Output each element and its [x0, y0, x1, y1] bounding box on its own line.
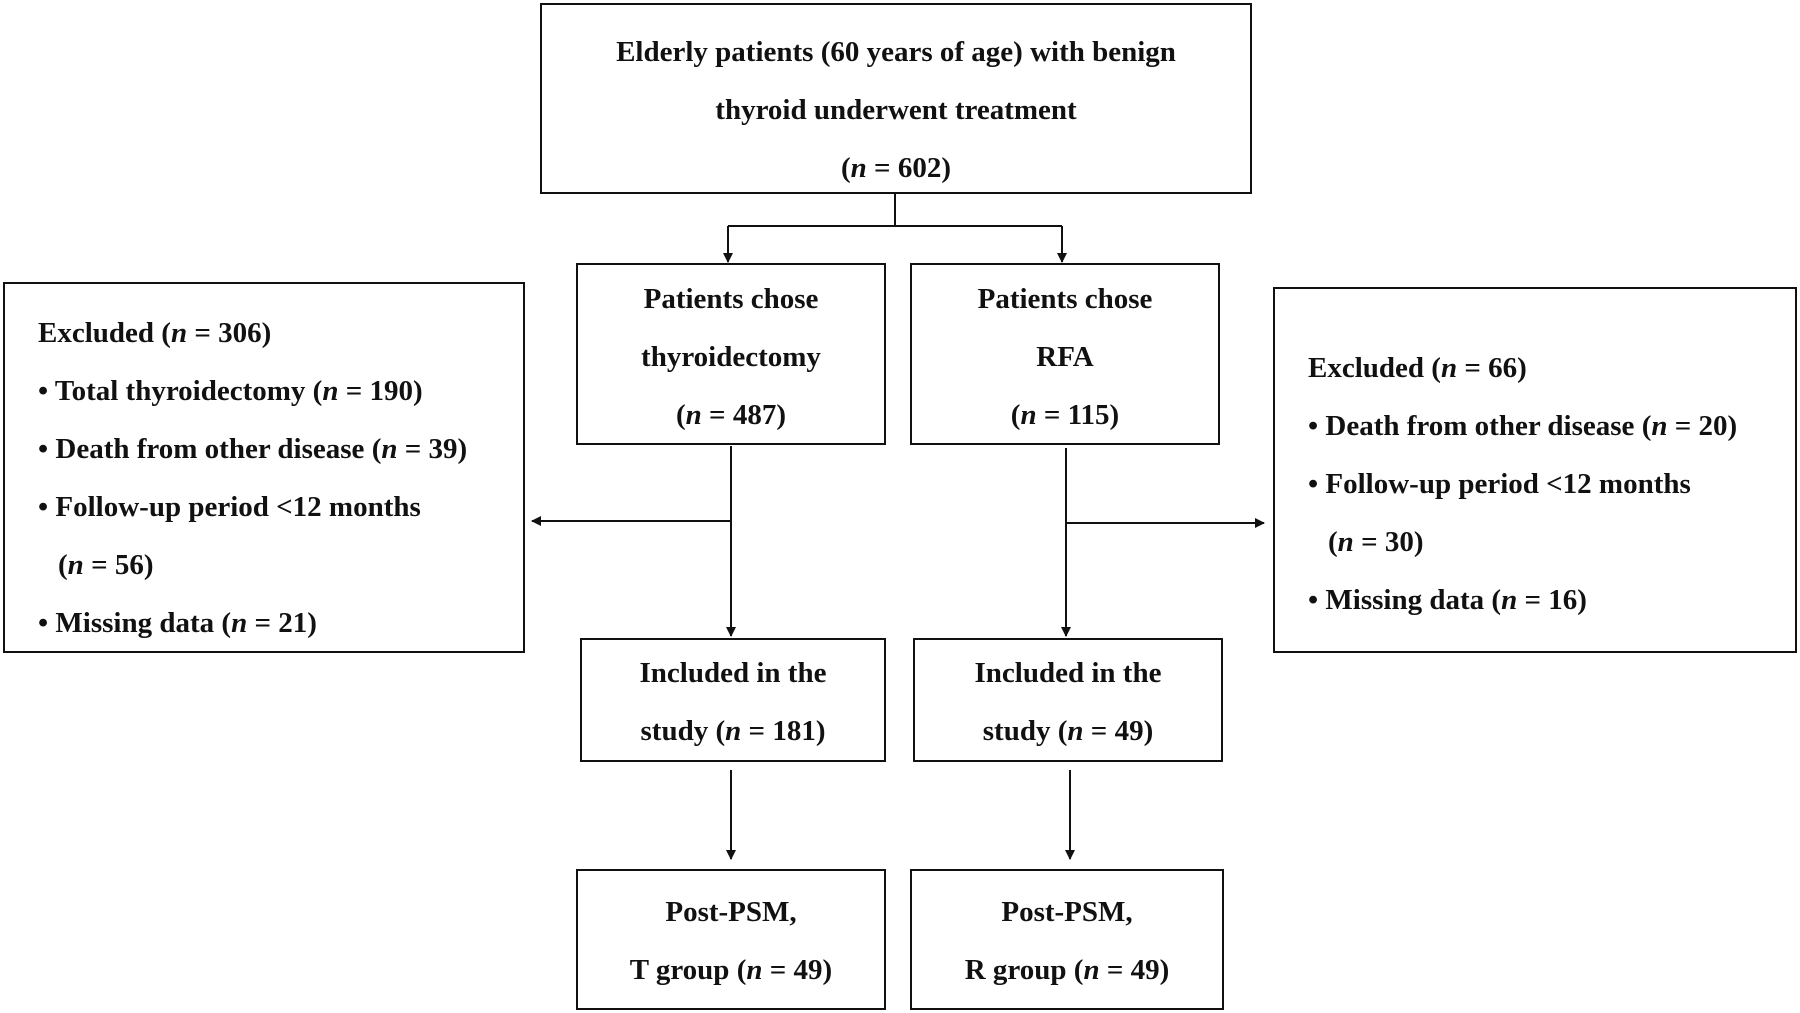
- excluded-left-item: • Total thyroidectomy (n = 190): [38, 375, 423, 407]
- thyroidectomy-line-2: thyroidectomy: [641, 341, 821, 373]
- included-t-line-1: Included in the: [639, 657, 827, 689]
- included-t-line-2: study (n = 181): [640, 715, 826, 747]
- excluded-right-item: • Missing data (n = 16): [1308, 584, 1587, 616]
- included-r-line-1: Included in the: [974, 657, 1162, 689]
- rfa-line-2: RFA: [1036, 341, 1094, 373]
- top-line-2: thyroid underwent treatment: [715, 94, 1077, 126]
- rfa-count: (n = 115): [1010, 399, 1120, 431]
- excluded-right-item: • Death from other disease (n = 20): [1308, 410, 1738, 442]
- excluded-right-item-count: (n = 30): [1328, 526, 1424, 558]
- thyroidectomy-box: Patients chose thyroidectomy (n = 487): [576, 263, 886, 445]
- excluded-right-heading: Excluded (n = 66): [1308, 352, 1527, 384]
- included-t-box: Included in the study (n = 181): [580, 638, 886, 762]
- top-count: (n = 602): [840, 152, 951, 184]
- post-psm-t-box: Post-PSM, T group (n = 49): [576, 869, 886, 1010]
- excluded-left-item: • Death from other disease (n = 39): [38, 433, 468, 465]
- included-r-line-2: study (n = 49): [982, 715, 1154, 747]
- excluded-right-box: Excluded (n = 66) • Death from other dis…: [1273, 287, 1797, 653]
- thyroidectomy-count: (n = 487): [675, 399, 786, 431]
- rfa-box: Patients chose RFA (n = 115): [910, 263, 1220, 445]
- excluded-left-item-count: (n = 56): [58, 549, 154, 581]
- post-t-line-2: T group (n = 49): [629, 954, 833, 986]
- excluded-left-item: • Missing data (n = 21): [38, 607, 317, 639]
- thyroidectomy-line-1: Patients chose: [643, 283, 819, 315]
- total-patients-box: Elderly patients (60 years of age) with …: [540, 3, 1252, 194]
- rfa-line-1: Patients chose: [977, 283, 1153, 315]
- excluded-left-heading: Excluded (n = 306): [38, 317, 272, 349]
- top-line-1: Elderly patients (60 years of age) with …: [616, 36, 1176, 68]
- post-psm-r-box: Post-PSM, R group (n = 49): [910, 869, 1224, 1010]
- excluded-right-item: • Follow-up period <12 months: [1308, 468, 1691, 500]
- post-t-line-1: Post-PSM,: [665, 896, 797, 928]
- excluded-left-box: Excluded (n = 306) • Total thyroidectomy…: [3, 282, 525, 653]
- excluded-left-item: • Follow-up period <12 months: [38, 491, 421, 523]
- connector-top-split: [728, 194, 1062, 227]
- post-r-line-1: Post-PSM,: [1001, 896, 1133, 928]
- included-r-box: Included in the study (n = 49): [913, 638, 1223, 762]
- post-r-line-2: R group (n = 49): [964, 954, 1170, 986]
